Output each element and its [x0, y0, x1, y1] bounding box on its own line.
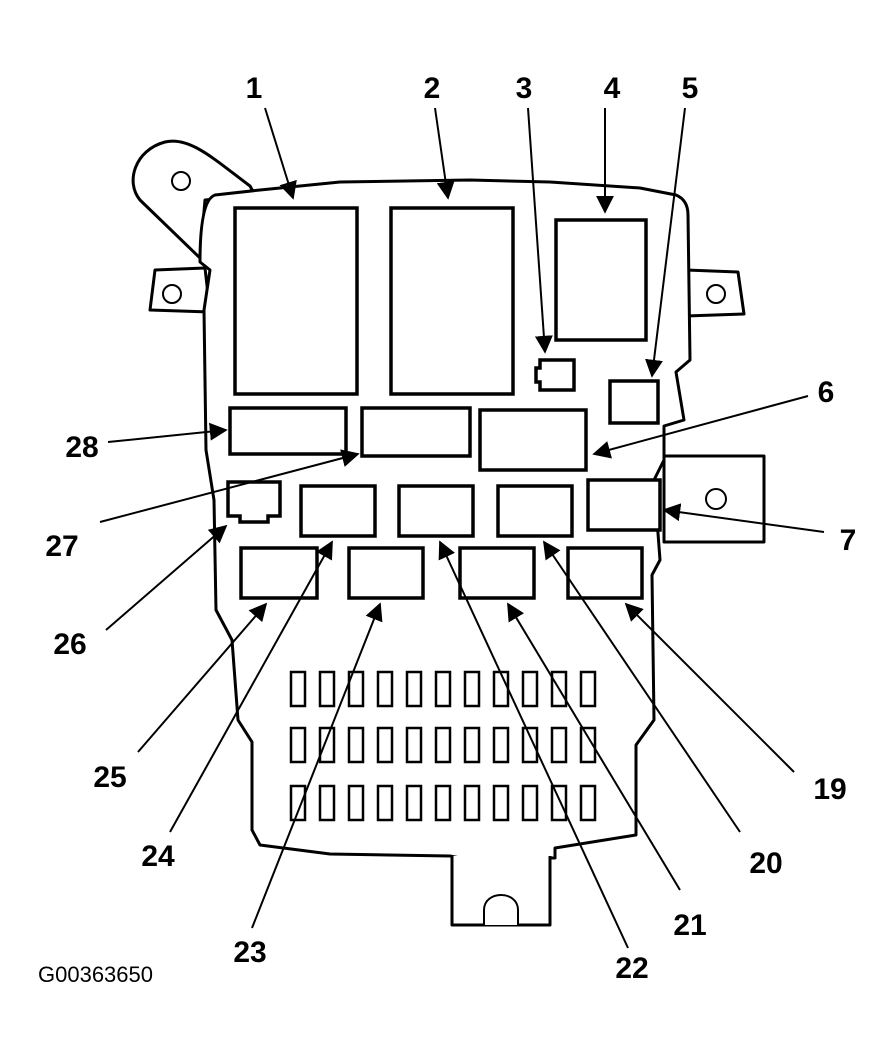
fuse-slot	[289, 726, 307, 764]
fuse-slot	[318, 784, 336, 822]
relay-22	[397, 484, 475, 538]
bottom-tab-slot	[483, 894, 519, 925]
callout-23: 23	[233, 936, 266, 969]
relay-24	[299, 484, 377, 538]
mounting-tab-top-left	[131, 139, 257, 260]
callout-6: 6	[818, 376, 835, 409]
fuse-slot	[405, 726, 423, 764]
callout-5: 5	[682, 72, 699, 105]
fuse-slot	[347, 726, 365, 764]
fuse-slot	[376, 726, 394, 764]
fuse-slot	[434, 784, 452, 822]
mounting-hole	[162, 284, 182, 304]
fuse-slot	[521, 784, 539, 822]
fuse-slot	[405, 670, 423, 708]
callout-28: 28	[65, 431, 98, 464]
leader-7	[662, 503, 825, 533]
fuse-slot	[289, 670, 307, 708]
leader-5	[645, 107, 686, 378]
relay-2	[389, 206, 515, 396]
relay-5	[608, 379, 660, 425]
callout-25: 25	[93, 761, 126, 794]
callout-7: 7	[840, 524, 857, 557]
leader-lines	[99, 107, 825, 949]
callout-4: 4	[604, 72, 621, 105]
leader-26	[105, 524, 228, 631]
fuse-slot	[405, 784, 423, 822]
fuse-slot	[579, 670, 597, 708]
callout-26: 26	[53, 628, 86, 661]
fuse-slot	[463, 784, 481, 822]
fuse-slot	[521, 670, 539, 708]
fuse-slot	[579, 726, 597, 764]
fuse-slot	[492, 726, 510, 764]
component-26	[226, 480, 282, 524]
fuse-slot	[434, 726, 452, 764]
relay-4	[554, 218, 648, 342]
mounting-hole	[171, 171, 191, 191]
relay-23	[347, 546, 425, 600]
callout-3: 3	[516, 72, 533, 105]
leader-23	[251, 602, 383, 929]
leader-24	[169, 540, 333, 833]
leader-1	[264, 107, 297, 200]
callout-22: 22	[615, 952, 648, 985]
leader-3	[527, 107, 553, 354]
callout-21: 21	[673, 909, 706, 942]
components	[226, 206, 662, 600]
fuse-slot	[463, 726, 481, 764]
fuse-slot	[492, 784, 510, 822]
callout-19: 19	[813, 773, 846, 806]
fuse-slot	[550, 784, 568, 822]
leader-22	[438, 540, 629, 949]
fuse-slot	[347, 784, 365, 822]
fuse-slot	[347, 670, 365, 708]
connector-28	[228, 406, 348, 456]
fuse-slot	[550, 726, 568, 764]
relay-1	[233, 206, 359, 396]
mounting-hole	[706, 284, 726, 304]
callout-labels: 1 2 3 4 5 6 7 19 20 21 22 23 24 25 26 27…	[45, 72, 856, 985]
relay-7	[586, 478, 662, 532]
callout-1: 1	[246, 72, 263, 105]
fuse-slot	[463, 670, 481, 708]
relay-19	[566, 546, 644, 600]
fuse-slot	[376, 784, 394, 822]
fuse-slot	[434, 670, 452, 708]
leader-27	[99, 449, 360, 523]
connector-27	[360, 406, 472, 458]
fuse-slot	[579, 784, 597, 822]
callout-27: 27	[45, 530, 78, 563]
callout-20: 20	[749, 847, 782, 880]
leader-2	[434, 107, 455, 200]
figure-id: G00363650	[38, 962, 153, 987]
leader-28	[107, 422, 228, 443]
fuse-slots	[289, 670, 597, 822]
callout-24: 24	[141, 840, 175, 873]
connector-6	[478, 408, 588, 472]
leader-19	[624, 602, 795, 773]
fuse-slot	[318, 726, 336, 764]
leader-25	[137, 602, 268, 753]
fuse-slot	[521, 726, 539, 764]
mounting-hole	[705, 488, 727, 510]
callout-2: 2	[424, 72, 441, 105]
component-3	[534, 358, 576, 392]
fuse-slot	[376, 670, 394, 708]
relay-20	[496, 484, 574, 538]
leader-6	[592, 395, 809, 459]
fuse-slot	[492, 670, 510, 708]
leader-21	[507, 602, 681, 891]
leader-20	[542, 540, 741, 833]
fuse-slot	[318, 670, 336, 708]
fuse-slot	[289, 784, 307, 822]
relay-21	[458, 546, 536, 600]
